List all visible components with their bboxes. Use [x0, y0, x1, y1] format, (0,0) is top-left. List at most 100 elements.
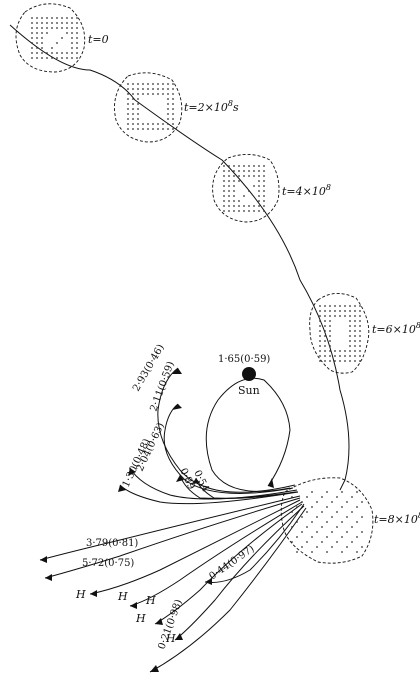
cloud-dot [324, 355, 326, 357]
cloud-dot [321, 496, 323, 498]
cloud-dot [324, 310, 326, 312]
cloud-dot [319, 360, 321, 362]
cloud-dot [147, 123, 149, 125]
cloud-dot [346, 546, 348, 548]
cloud-dot [331, 516, 333, 518]
cloud-dot [233, 180, 235, 182]
cloud-dot [132, 118, 134, 120]
cloud-dot [137, 83, 139, 85]
cloud-dot [228, 175, 230, 177]
cloud-dot [243, 165, 245, 167]
trajectory-3-79 [40, 496, 300, 560]
cloud-dot [167, 103, 169, 105]
cloud-dot [263, 180, 265, 182]
cloud-dot [359, 350, 361, 352]
cloud-dot [228, 200, 230, 202]
label-5-72: 5·72(0·75) [82, 558, 134, 569]
cloud-dot [41, 37, 43, 39]
cloud-dot [172, 113, 174, 115]
cloud-dot [329, 355, 331, 357]
cloud-dot [311, 536, 313, 538]
cloud-dot [223, 165, 225, 167]
cloud-dot [238, 205, 240, 207]
trajectory-h-2 [130, 502, 302, 606]
cloud-dot [233, 205, 235, 207]
cloud-dot [361, 516, 363, 518]
cloud-dot [167, 123, 169, 125]
cloud-dot [36, 52, 38, 54]
cloud-dot [71, 27, 73, 29]
cloud-dot [334, 305, 336, 307]
cloud-dot [71, 17, 73, 19]
cloud-dot [341, 491, 343, 493]
cloud-dot [354, 345, 356, 347]
cloud-dot [296, 506, 298, 508]
cloud-dot [356, 521, 358, 523]
cloud-dot [336, 496, 338, 498]
cloud-dot [223, 180, 225, 182]
cloud-dot [66, 32, 68, 34]
cloud-dot [31, 32, 33, 34]
cloud-dot [301, 546, 303, 548]
cloud-dot [71, 42, 73, 44]
label-t2: t=2×108s [184, 99, 239, 114]
cloud-dot [258, 185, 260, 187]
cloud-dot [354, 355, 356, 357]
cloud-dot [46, 22, 48, 24]
cloud-dot [167, 118, 169, 120]
cloud-dot [291, 526, 293, 528]
cloud-dot [248, 205, 250, 207]
cloud-dot [46, 27, 48, 29]
cloud-dot [51, 22, 53, 24]
cloud-dot [36, 32, 38, 34]
cloud-dot [263, 205, 265, 207]
cloud-dot [142, 83, 144, 85]
cloud-dot [291, 496, 293, 498]
cloud-dot [157, 83, 159, 85]
cloud-dot [316, 501, 318, 503]
cloud-t0 [16, 4, 85, 72]
cloud-dot [36, 47, 38, 49]
cloud-dot [56, 52, 58, 54]
cloud-dot [137, 98, 139, 100]
label-sun: Sun [238, 384, 260, 397]
cloud-dot [263, 210, 265, 212]
trajectory-0-21 [150, 508, 306, 672]
cloud-dot [301, 501, 303, 503]
cloud-dot [51, 47, 53, 49]
cloud-dot [356, 536, 358, 538]
cloud-dot [248, 210, 250, 212]
cloud-dot [152, 128, 154, 130]
cloud-dot [223, 185, 225, 187]
cloud-dot [349, 345, 351, 347]
cloud-dot [127, 88, 129, 90]
cloud-dot [46, 52, 48, 54]
cloud-dot [127, 93, 129, 95]
cloud-dot [71, 57, 73, 59]
cloud-dot [263, 200, 265, 202]
cloud-dot [127, 118, 129, 120]
cloud-dot [354, 350, 356, 352]
cloud-dot [132, 108, 134, 110]
cloud-dot [132, 98, 134, 100]
cloud-dot [36, 17, 38, 19]
cloud-dot [319, 335, 321, 337]
cloud-dot [349, 335, 351, 337]
cloud-dot [339, 305, 341, 307]
cloud-dot [341, 551, 343, 553]
cloud-dot [359, 355, 361, 357]
cloud-dot [132, 93, 134, 95]
cloud-dot [76, 42, 78, 44]
cloud-dot [172, 98, 174, 100]
cloud-dot [76, 27, 78, 29]
cloud-dot [319, 305, 321, 307]
cloud-dot [258, 170, 260, 172]
cloud-dot [301, 516, 303, 518]
cloud-dot [306, 511, 308, 513]
cloud-dot [157, 88, 159, 90]
cloud-dot [258, 205, 260, 207]
cloud-dot [334, 350, 336, 352]
cloud-dot [346, 501, 348, 503]
cloud-dot [324, 350, 326, 352]
cloud-dot [361, 546, 363, 548]
